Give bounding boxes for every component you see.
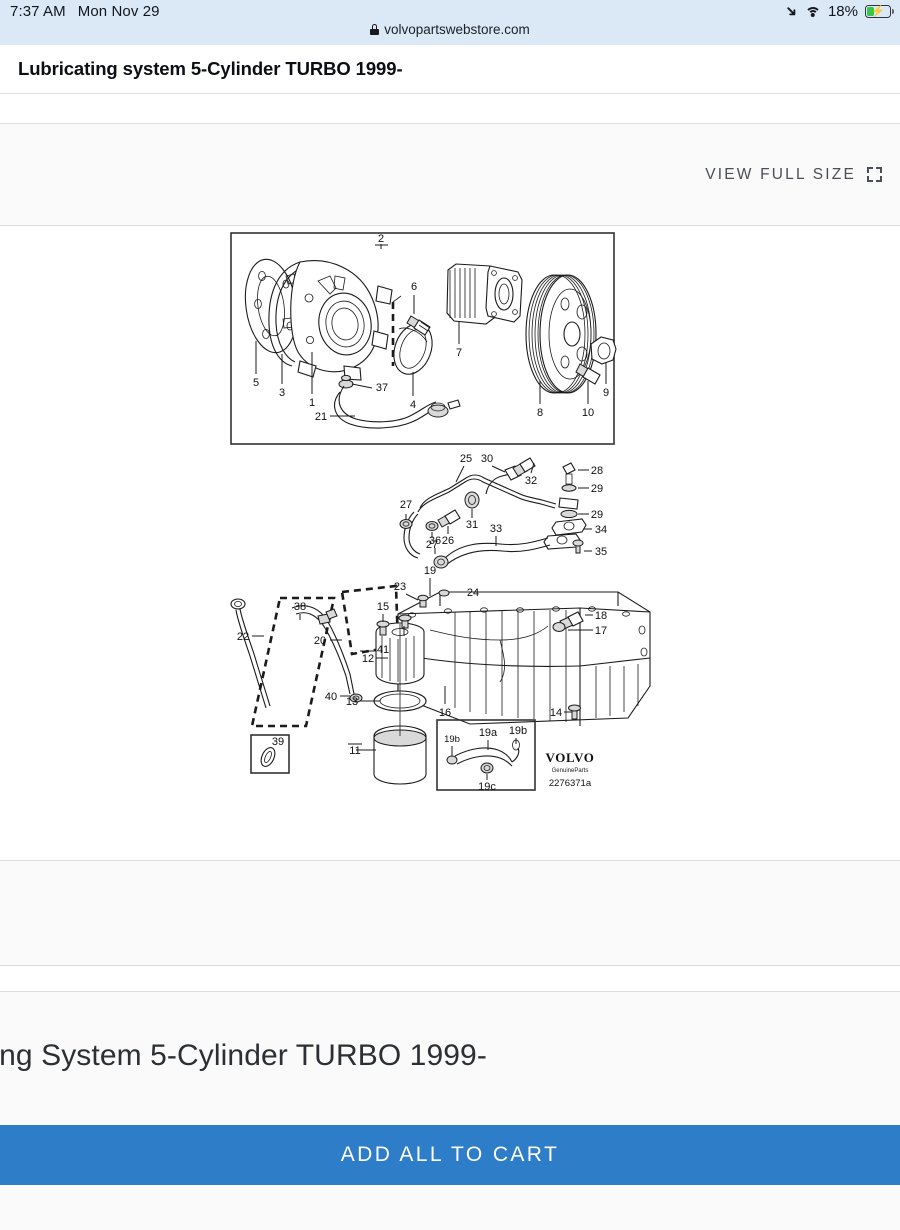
- status-bar-left: 7:37 AM Mon Nov 29: [10, 3, 160, 20]
- callout-33: 33: [490, 523, 502, 535]
- callout-19c: 19c: [478, 781, 496, 793]
- callout-31: 31: [466, 519, 478, 531]
- white-spacer-band: [0, 966, 900, 991]
- status-bar-right: ➜ 18% ⚡: [781, 1, 894, 22]
- callout-40: 40: [325, 691, 337, 703]
- callout-5: 5: [253, 377, 259, 389]
- url-text: volvopartswebstore.com: [384, 22, 530, 37]
- callout-30: 30: [481, 453, 493, 465]
- callout-36: 36: [429, 535, 441, 547]
- callout-23: 23: [394, 581, 406, 593]
- callout-32: 32: [525, 475, 537, 487]
- volvo-logo: VOLVO: [546, 750, 595, 765]
- callout-18: 18: [595, 610, 607, 622]
- callout-6: 6: [411, 281, 417, 293]
- view-full-size-button[interactable]: VIEW FULL SIZE: [705, 166, 882, 184]
- divider-above-white-band: [0, 965, 900, 966]
- callout-2: 2: [378, 233, 384, 245]
- browser-url-bar[interactable]: volvopartswebstore.com: [0, 22, 900, 37]
- callout-19b-left: 19b: [444, 734, 460, 745]
- callout-41: 41: [377, 644, 389, 656]
- callout-7: 7: [456, 347, 462, 359]
- callout-26: 26: [442, 535, 454, 547]
- page-root: 7:37 AM Mon Nov 29 ➜ 18% ⚡ volvopartsweb…: [0, 0, 900, 1185]
- parts-diagram[interactable]: .ln { fill:none; stroke:#1b1b1b; stroke-…: [0, 226, 900, 860]
- callout-22: 22: [237, 631, 249, 643]
- add-all-to-cart-label: ADD ALL TO CART: [340, 1143, 560, 1166]
- page-title-bar: Lubricating system 5-Cylinder TURBO 1999…: [0, 45, 900, 93]
- divider-under-diagram: [0, 860, 900, 861]
- cart-button-wrap: ADD ALL TO CART: [0, 1120, 900, 1185]
- battery-percent-label: 18%: [827, 3, 858, 20]
- callout-29b: 29: [591, 509, 603, 521]
- lock-icon: [370, 24, 380, 35]
- callout-38: 38: [294, 601, 306, 613]
- callout-19b-right: 19b: [509, 725, 527, 737]
- section-subtitle: cating System 5-Cylinder TURBO 1999-: [0, 1039, 487, 1072]
- airplane-icon: ➜: [781, 1, 803, 22]
- page-title: Lubricating system 5-Cylinder TURBO 1999…: [18, 58, 403, 79]
- callout-8: 8: [537, 407, 543, 419]
- callout-11: 11: [349, 745, 360, 757]
- empty-band: [0, 861, 900, 965]
- callout-1: 1: [309, 397, 315, 409]
- ios-status-bar: 7:37 AM Mon Nov 29 ➜ 18% ⚡ volvopartsweb…: [0, 0, 900, 45]
- callout-12: 12: [362, 653, 374, 665]
- parts-diagram-svg: .ln { fill:none; stroke:#1b1b1b; stroke-…: [230, 232, 651, 793]
- callout-4: 4: [410, 399, 416, 411]
- volvo-genuine-parts-label: GenuineParts: [552, 768, 589, 774]
- callout-37: 37: [376, 382, 388, 394]
- drawing-number: 2276371a: [549, 778, 592, 789]
- callout-13: 13: [346, 696, 358, 708]
- callout-14: 14: [550, 707, 562, 719]
- callout-34: 34: [595, 524, 607, 536]
- callout-20: 20: [314, 635, 326, 647]
- callout-27a: 27: [400, 499, 412, 511]
- callout-39: 39: [272, 736, 284, 748]
- callout-9: 9: [603, 387, 609, 399]
- view-full-size-label: VIEW FULL SIZE: [705, 165, 856, 183]
- callout-16: 16: [439, 707, 451, 719]
- callout-3: 3: [279, 387, 285, 399]
- callout-29a: 29: [591, 483, 603, 495]
- callout-19: 19: [424, 565, 436, 577]
- callout-19a: 19a: [479, 727, 498, 739]
- callout-24: 24: [467, 587, 479, 599]
- callout-25: 25: [460, 453, 472, 465]
- callout-17: 17: [595, 625, 607, 637]
- callout-21: 21: [315, 411, 327, 423]
- title-spacer: [0, 94, 900, 123]
- callout-35: 35: [595, 546, 607, 558]
- section-subtitle-band: cating System 5-Cylinder TURBO 1999-: [0, 992, 900, 1120]
- divider-above-toolbar: [0, 123, 900, 124]
- battery-charging-icon: ⚡: [865, 5, 894, 18]
- callout-15: 15: [377, 601, 389, 613]
- status-time: 7:37 AM: [10, 3, 66, 20]
- divider-under-toolbar: [0, 225, 900, 226]
- callout-10: 10: [582, 407, 594, 419]
- expand-icon: [867, 167, 882, 182]
- bottom-spacer: [0, 1185, 900, 1230]
- divider-under-title: [0, 93, 900, 94]
- add-all-to-cart-button[interactable]: ADD ALL TO CART: [0, 1125, 900, 1185]
- status-date: Mon Nov 29: [77, 3, 160, 20]
- image-toolbar: VIEW FULL SIZE: [0, 124, 900, 225]
- callout-28: 28: [591, 465, 603, 477]
- wifi-icon: [804, 6, 821, 18]
- divider-above-subtitle: [0, 991, 900, 992]
